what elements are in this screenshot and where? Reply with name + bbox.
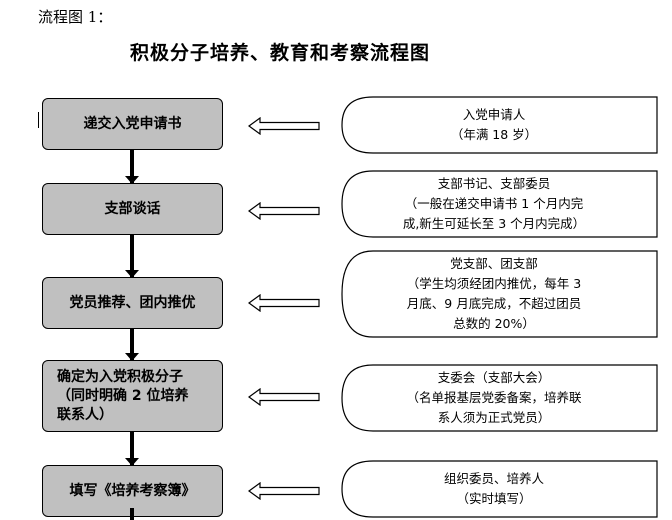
step-branch-talk: 支部谈话 xyxy=(42,183,223,235)
left-arrow-icon xyxy=(248,388,320,406)
note-applicant: 入党申请人 （年满 18 岁） xyxy=(450,107,538,142)
down-arrow xyxy=(125,329,139,361)
step-confirm-activist: 确定为入党积极分子 （同时明确 2 位培养 联系人） xyxy=(42,360,223,432)
step-recommendation: 党员推荐、团内推优 xyxy=(42,277,223,329)
left-arrow-icon xyxy=(248,294,320,312)
figure-caption: 流程图 1： xyxy=(38,8,113,26)
text-cursor-mark xyxy=(38,112,39,128)
note-shape xyxy=(341,96,658,154)
note-party-league-branch: 党支部、团支部 （学生均须经团内推优，每年 3 月底、9 月底完成，不超过团员 … xyxy=(406,256,582,331)
note-branch-secretary: 支部书记、支部委员 （一般在递交申请书 1 个月内完 成,新生可延长至 3 个月… xyxy=(402,176,586,231)
step-label: 支部谈话 xyxy=(104,200,161,217)
diagram-title: 积极分子培养、教育和考察流程图 xyxy=(130,42,431,64)
down-arrow xyxy=(125,150,139,184)
left-arrow-icon xyxy=(248,117,320,135)
step-submit-application: 递交入党申请书 xyxy=(42,98,223,150)
note-shape xyxy=(341,460,658,518)
left-arrow-icon xyxy=(248,202,320,220)
down-arrow xyxy=(125,432,139,466)
step-label: 确定为入党积极分子 （同时明确 2 位培养 联系人） xyxy=(57,368,189,423)
note-organizer: 组织委员、培养人 （实时填写） xyxy=(443,471,544,506)
note-shape xyxy=(341,170,658,238)
note-shape xyxy=(341,250,658,338)
connector-line xyxy=(130,508,134,520)
note-shape xyxy=(341,364,658,432)
note-branch-committee: 支委会（支部大会） （名单报基层党委备案，培养联 系人须为正式党员） xyxy=(406,370,582,425)
step-label: 填写《培养考察簿》 xyxy=(69,482,196,499)
step-label: 递交入党申请书 xyxy=(83,115,182,132)
down-arrow xyxy=(125,235,139,278)
left-arrow-icon xyxy=(248,482,320,500)
step-label: 党员推荐、团内推优 xyxy=(69,294,196,311)
